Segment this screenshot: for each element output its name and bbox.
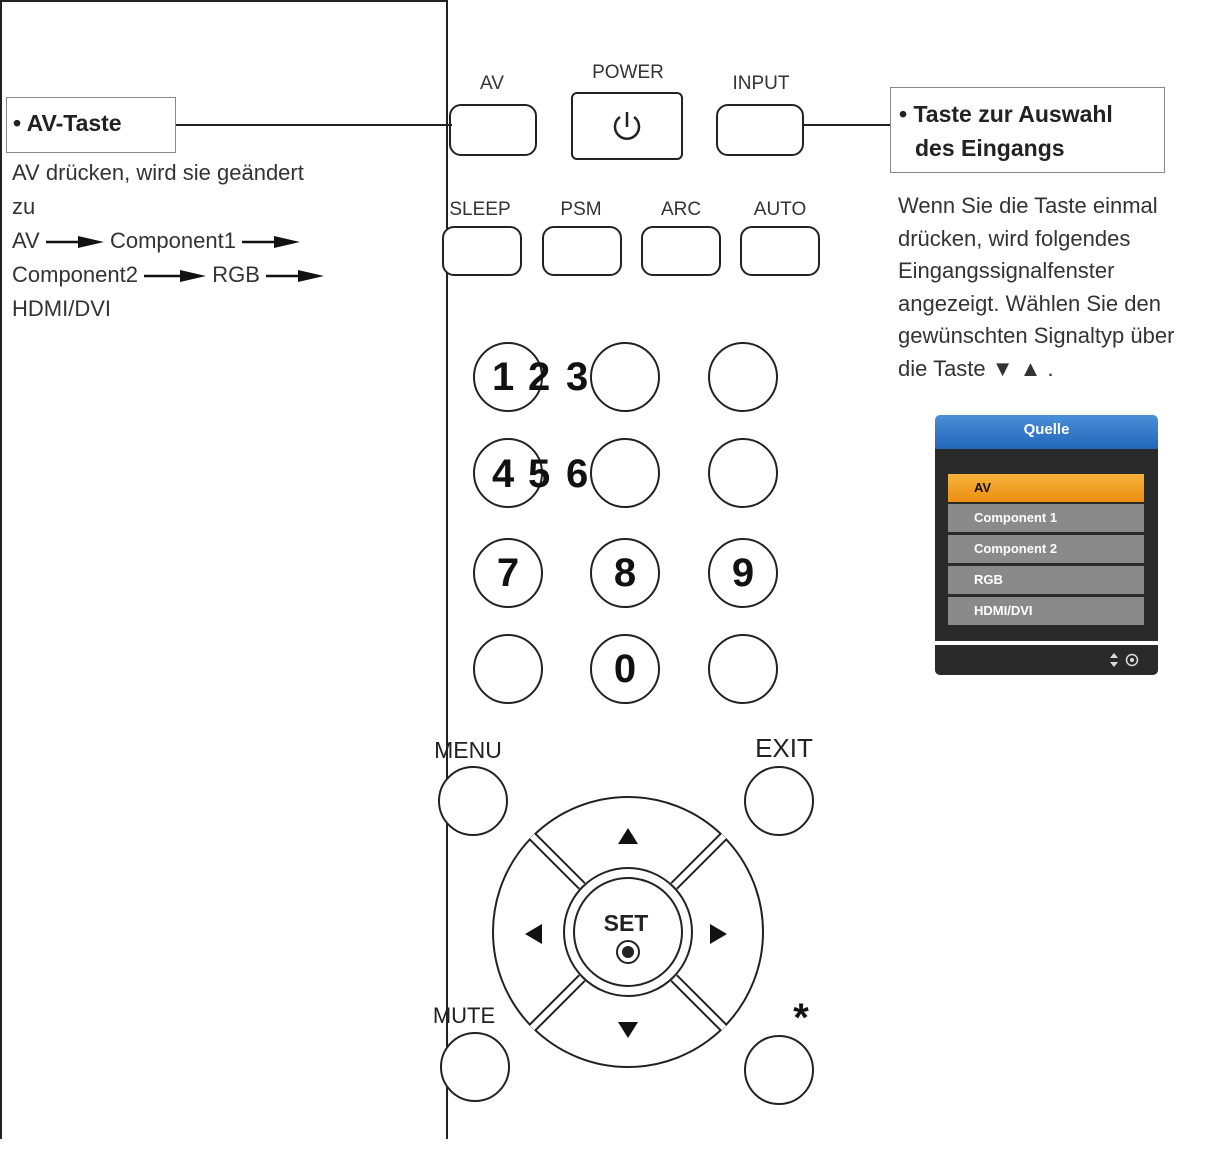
sleep-label: SLEEP [449, 199, 511, 220]
exit-button[interactable] [744, 766, 814, 836]
av-callout-box: • AV-Taste [6, 97, 176, 153]
set-dot-icon [622, 946, 634, 958]
digit-9: 9 [731, 550, 755, 595]
input-callout-box: • Taste zur Auswahl des Eingangs [890, 87, 1165, 173]
input-desc-line: angezeigt. Wählen Sie den [898, 290, 1161, 316]
arrow-right-icon [144, 270, 207, 283]
osd-item-component1[interactable]: Component 1 [948, 504, 1144, 532]
input-desc-line: Wenn Sie die Taste einmal [898, 193, 1158, 218]
navigation-pad[interactable] [490, 794, 766, 1070]
arrow-right-icon [242, 236, 301, 249]
star-button[interactable] [744, 1035, 814, 1105]
mute-button[interactable] [440, 1032, 510, 1102]
seq-component2: Component2 [12, 262, 138, 287]
osd-item-hdmi-dvi[interactable]: HDMI/DVI [948, 597, 1144, 625]
number-button-0[interactable]: 0 [590, 634, 660, 704]
number-button-9[interactable]: 9 [708, 538, 778, 608]
seq-hdmi-dvi: HDMI/DVI [12, 296, 111, 321]
digit-5: 5 [528, 452, 551, 496]
star-label: * [793, 996, 809, 1040]
auto-label: AUTO [753, 199, 807, 220]
av-sequence-line1: AV Component1 [12, 224, 301, 257]
av-label: AV [480, 73, 504, 94]
right-arrow-icon [710, 924, 727, 944]
digit-7: 7 [496, 550, 520, 595]
number-button-2[interactable] [590, 342, 660, 412]
seq-component1: Component1 [109, 228, 236, 253]
digit-8: 8 [613, 550, 637, 595]
mute-label: MUTE [432, 1003, 496, 1028]
osd-title: Quelle [935, 415, 1158, 449]
digit-1: 1 [492, 355, 515, 399]
osd-footer [935, 645, 1158, 675]
power-button[interactable] [571, 92, 683, 160]
input-desc-line: gewünschten Signaltyp über [898, 323, 1175, 348]
digit-4: 4 [492, 452, 515, 496]
number-button-4[interactable] [473, 438, 543, 508]
osd-item-av[interactable]: AV [948, 474, 1144, 502]
remote-body [0, 0, 448, 1139]
input-label: INPUT [732, 73, 790, 94]
sleep-button[interactable] [442, 226, 522, 276]
left-arrow-icon [525, 924, 542, 944]
digit-3: 3 [566, 355, 589, 399]
auto-button[interactable] [740, 226, 820, 276]
av-desc-line1: AV drücken, wird sie geändert [12, 160, 304, 185]
input-callout-title-line2: des Eingangs [915, 135, 1065, 161]
input-desc-line: drücken, wird folgendes [898, 225, 1131, 251]
up-arrow-icon [618, 828, 638, 844]
digit-0: 0 [613, 646, 637, 691]
input-leader-line [804, 124, 890, 126]
seq-av: AV [12, 228, 40, 253]
av-callout-title: • AV-Taste [13, 110, 122, 136]
input-button[interactable] [716, 104, 804, 156]
arc-button[interactable] [641, 226, 721, 276]
blank-button-right[interactable] [708, 634, 778, 704]
digit-6: 6 [566, 452, 589, 496]
power-icon [613, 112, 641, 140]
av-sequence-line2: Component2 RGB [12, 258, 325, 291]
input-desc-line: Eingangssignalfenster [898, 258, 1115, 283]
arc-label: ARC [660, 199, 702, 220]
number-button-1[interactable] [473, 342, 543, 412]
blank-button-left[interactable] [473, 634, 543, 704]
osd-item-rgb[interactable]: RGB [948, 566, 1144, 594]
number-button-7[interactable]: 7 [473, 538, 543, 608]
number-button-6[interactable] [708, 438, 778, 508]
osd-nav-hint-icon [1110, 653, 1139, 667]
exit-label: EXIT [755, 733, 813, 763]
psm-label: PSM [560, 199, 602, 220]
arrow-right-icon [45, 236, 104, 249]
av-leader-line [176, 124, 452, 126]
digit-2: 2 [528, 355, 551, 399]
set-label: SET [603, 910, 649, 936]
osd-item-component2[interactable]: Component 2 [948, 535, 1144, 563]
number-button-3[interactable] [708, 342, 778, 412]
input-callout-title-line1: • Taste zur Auswahl [899, 101, 1113, 127]
input-description: Wenn Sie die Taste einmal drücken, wird … [898, 190, 1174, 385]
number-button-8[interactable]: 8 [590, 538, 660, 608]
menu-label: MENU [434, 737, 502, 763]
input-desc-line: die Taste ▼ ▲ . [898, 355, 1054, 381]
av-desc-line2: zu [12, 194, 36, 219]
seq-rgb: RGB [212, 262, 260, 287]
arrow-right-icon [266, 270, 325, 283]
number-button-5[interactable] [590, 438, 660, 508]
down-arrow-icon [618, 1022, 638, 1038]
psm-button[interactable] [542, 226, 622, 276]
menu-button[interactable] [438, 766, 508, 836]
power-label: POWER [592, 62, 664, 83]
av-button[interactable] [449, 104, 537, 156]
